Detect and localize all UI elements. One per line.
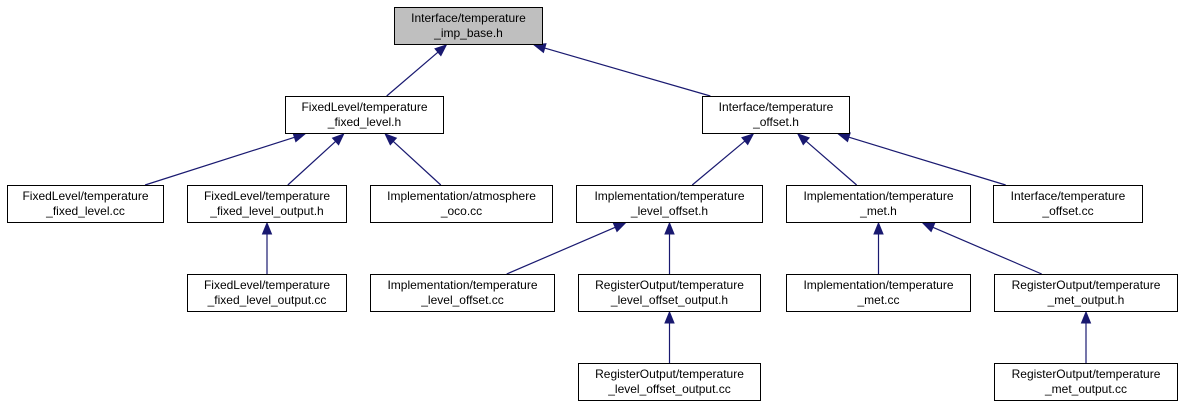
arrowhead-met_output_h-to-met_h [921, 222, 936, 233]
arrowhead-atmosphere_oco_cc-to-fixed_level_h [384, 133, 398, 146]
edge-level_offset_cc-to-level_offset_h [506, 226, 616, 275]
node-label-line1: Implementation/temperature [387, 278, 538, 292]
node-met-output-h[interactable]: RegisterOutput/temperature _met_output.h [994, 274, 1178, 312]
node-label-line2: _imp_base.h [434, 26, 503, 40]
node-label-line2: _fixed_level_output.cc [207, 293, 327, 307]
node-fixed-level-output-h[interactable]: FixedLevel/temperature _fixed_level_outp… [187, 185, 347, 223]
node-met-cc[interactable]: Implementation/temperature _met.cc [786, 274, 971, 312]
node-label-line2: _level_offset_output.h [610, 293, 729, 307]
edge-fixed_level_cc-to-fixed_level_h [144, 136, 295, 186]
arrowhead-met_cc-to-met_h [873, 221, 884, 235]
arrowhead-level_offset_output_h-to-level_offset_h [664, 221, 675, 235]
node-label-line2: _level_offset.cc [421, 293, 504, 307]
node-label-line2: _met.cc [857, 293, 900, 307]
edge-fixed_level_output_h-to-fixed_level_h [287, 140, 336, 186]
node-fixed-level-output-cc[interactable]: FixedLevel/temperature _fixed_level_outp… [187, 274, 347, 312]
node-label-line1: Interface/temperature [411, 11, 526, 25]
node-label-line1: RegisterOutput/temperature [595, 278, 744, 292]
node-label-line1: Interface/temperature [1010, 189, 1126, 203]
node-root[interactable]: Interface/temperature _imp_base.h [394, 7, 543, 45]
node-label-line1: Implementation/temperature [803, 278, 954, 292]
node-label-line1: Interface/temperature [718, 100, 834, 114]
node-label-line1: Implementation/temperature [803, 189, 954, 203]
node-label-line1: FixedLevel/temperature [301, 100, 428, 114]
node-label-line2: _offset.h [753, 115, 799, 129]
node-level-offset-output-cc[interactable]: RegisterOutput/temperature _level_offset… [578, 363, 761, 401]
node-level-offset-output-h[interactable]: RegisterOutput/temperature _level_offset… [578, 274, 761, 312]
node-label-line2: _fixed_level.h [327, 115, 402, 129]
node-label-line1: Implementation/atmosphere [387, 189, 536, 203]
node-label-line2: _oco.cc [440, 204, 483, 218]
node-label-line1: FixedLevel/temperature [203, 189, 331, 203]
arrowhead-offset_h-to-root [532, 43, 547, 54]
node-label-line2: _met_output.h [1047, 293, 1125, 307]
arrowhead-met_output_cc-to-met_output_h [1080, 310, 1092, 324]
arrowhead-level_offset_h-to-offset_h [741, 133, 755, 146]
edge-level_offset_h-to-offset_h [691, 140, 746, 186]
edge-atmosphere_oco_cc-to-fixed_level_h [392, 140, 442, 186]
arrowhead-level_offset_output_cc-to-level_offset_output_h [664, 310, 675, 324]
arrowhead-fixed_level_output_h-to-fixed_level_h [331, 133, 345, 146]
node-offset-cc[interactable]: Interface/temperature _offset.cc [993, 185, 1143, 223]
edge-offset_cc-to-offset_h [848, 136, 1006, 186]
node-label-line2: _met_output.cc [1044, 382, 1128, 396]
node-label-line1: FixedLevel/temperature [22, 189, 149, 203]
node-fixed-level-cc[interactable]: FixedLevel/temperature _fixed_level.cc [7, 185, 164, 223]
node-label-line1: RegisterOutput/temperature [1011, 278, 1161, 292]
node-label-line2: _fixed_level_output.h [210, 204, 324, 218]
node-atmosphere-oco-cc[interactable]: Implementation/atmosphere _oco.cc [370, 185, 553, 223]
node-label-line2: _level_offset.h [630, 204, 709, 218]
edge-met_output_h-to-met_h [932, 226, 1042, 275]
arrowhead-offset_cc-to-offset_h [837, 132, 851, 143]
node-label-line1: RegisterOutput/temperature [595, 367, 744, 381]
node-label-line2: _level_offset_output.cc [608, 382, 731, 396]
arrowhead-met_h-to-offset_h [796, 133, 811, 146]
node-offset-h[interactable]: Interface/temperature _offset.h [702, 96, 850, 134]
node-label-line2: _met.h [860, 204, 897, 218]
edge-fixed_level_h-to-root [386, 51, 439, 97]
node-level-offset-cc[interactable]: Implementation/temperature _level_offset… [370, 274, 555, 312]
node-label-line2: _offset.cc [1042, 204, 1094, 218]
arrowhead-fixed_level_h-to-root [434, 44, 448, 57]
edge-met_h-to-offset_h [805, 140, 858, 186]
node-met-output-cc[interactable]: RegisterOutput/temperature _met_output.c… [994, 363, 1178, 401]
arrowhead-fixed_level_output_cc-to-fixed_level_output_h [261, 221, 273, 235]
edge-offset_h-to-root [544, 47, 711, 97]
arrowhead-level_offset_cc-to-level_offset_h [612, 222, 627, 233]
node-label-line1: FixedLevel/temperature [203, 278, 331, 292]
node-fixed-level-h[interactable]: FixedLevel/temperature _fixed_level.h [285, 96, 444, 134]
node-label-line2: _fixed_level.cc [46, 204, 125, 218]
node-level-offset-h[interactable]: Implementation/temperature _level_offset… [576, 185, 763, 223]
arrowhead-fixed_level_cc-to-fixed_level_h [292, 132, 307, 143]
node-label-line1: Implementation/temperature [594, 189, 745, 203]
node-label-line1: RegisterOutput/temperature [1011, 367, 1161, 381]
node-met-h[interactable]: Implementation/temperature _met.h [786, 185, 971, 223]
